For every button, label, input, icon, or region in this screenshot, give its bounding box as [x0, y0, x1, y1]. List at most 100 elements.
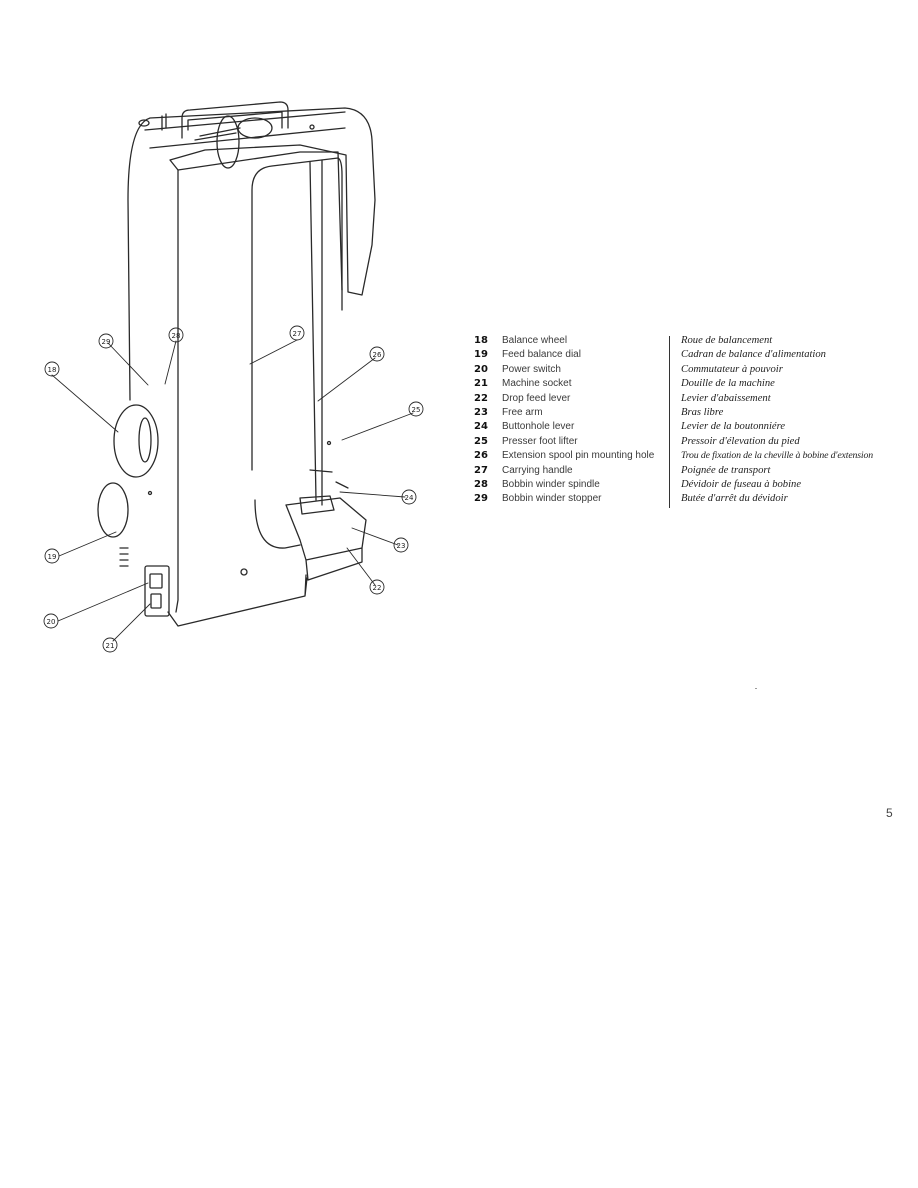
parts-list-french: Roue de balancement Cadran de balance d'…	[681, 334, 873, 507]
french-part-name: Levier de la boutonniére	[681, 421, 786, 433]
part-number: 20	[474, 363, 488, 375]
french-part-name: Trou de fixation de la cheville à bobine…	[681, 450, 874, 462]
spool-pin-hole	[309, 124, 315, 130]
vent-slots	[119, 547, 129, 567]
power-switch	[149, 573, 163, 589]
bobbin-winder-stopper	[138, 119, 150, 127]
part-name: Extension spool pin mounting hole	[502, 450, 655, 462]
part-number: 18	[474, 335, 488, 346]
french-part-name: Pressoir d'élevation du pied	[681, 435, 800, 447]
callout-28	[168, 327, 184, 343]
callout-label-20: 20	[47, 618, 56, 626]
part-number: 29	[474, 493, 488, 505]
power-socket-box	[144, 565, 170, 617]
part-number: 21	[474, 378, 488, 390]
list-item: 19 Feed balance dial	[474, 348, 654, 362]
callout-20	[43, 613, 59, 629]
callout-23	[393, 537, 409, 553]
free-arm	[285, 497, 367, 581]
list-item: 25 Presser foot lifter	[474, 435, 654, 449]
part-name: Balance wheel	[502, 335, 568, 346]
callout-27	[289, 325, 305, 341]
french-part-name: Commutateur à pouvoir	[681, 363, 783, 375]
list-item: 20 Power switch	[474, 363, 654, 377]
front-dot	[326, 440, 332, 446]
list-item: 28 Bobbin winder spindle	[474, 478, 654, 492]
callout-label-23: 23	[397, 542, 406, 550]
list-item: 27 Carrying handle	[474, 464, 654, 478]
callout-label-25: 25	[412, 406, 421, 414]
callout-label-28: 28	[172, 332, 181, 340]
callout-label-27: 27	[293, 330, 302, 338]
scan-speck	[755, 688, 757, 689]
machine-socket	[150, 593, 162, 609]
french-part-name: Poignée de transport	[681, 464, 771, 476]
parts-list-english: 18 Balance wheel 19 Feed balance dial 20 Po…	[474, 334, 654, 507]
part-number: 19	[474, 349, 488, 361]
needle-bar	[309, 159, 333, 506]
callout-26	[369, 346, 385, 362]
presser-foot	[299, 495, 335, 515]
part-name: Bobbin winder spindle	[502, 478, 600, 490]
callout-25	[408, 401, 424, 417]
french-part-name: Bras libre	[681, 406, 724, 418]
carrying-handle	[181, 101, 289, 139]
spool	[216, 115, 240, 169]
callout-label-19: 19	[48, 553, 57, 561]
part-name: Drop feed lever	[502, 392, 571, 404]
part-name: Buttonhole lever	[502, 421, 575, 433]
french-part-name: Douille de la machine	[681, 378, 775, 390]
part-number: 28	[474, 478, 488, 490]
part-number: 22	[474, 392, 488, 404]
part-name: Presser foot lifter	[502, 435, 578, 447]
machine-front-panel	[177, 151, 343, 291]
column-divider	[669, 336, 670, 508]
part-name: Machine socket	[502, 378, 572, 390]
list-item: 22 Drop feed lever	[474, 392, 654, 406]
callout-label-21: 21	[106, 642, 115, 650]
part-number: 27	[474, 464, 488, 476]
part-number: 26	[474, 450, 488, 462]
list-item: 29 Bobbin winder stopper	[474, 492, 654, 506]
french-part-name: Cadran de balance d'alimentation	[681, 349, 826, 361]
callout-18	[44, 361, 60, 377]
part-name: Free arm	[502, 406, 543, 418]
list-item: 23 Free arm	[474, 406, 654, 420]
leader-lines	[51, 339, 414, 642]
callout-label-29: 29	[102, 338, 111, 346]
callout-21	[102, 637, 118, 653]
machine-base	[167, 574, 308, 627]
list-item: 21 Machine socket	[474, 377, 654, 391]
callout-label-22: 22	[373, 584, 382, 592]
part-number: 25	[474, 435, 488, 447]
callout-label-24: 24	[405, 494, 414, 502]
french-part-name: Levier d'abaissement	[681, 392, 771, 404]
callout-19	[44, 548, 60, 564]
part-number: 23	[474, 406, 488, 418]
spool-pin	[194, 127, 241, 141]
french-part-name: Butée d'arrêt du dévidoir	[681, 493, 788, 505]
arm-opening	[251, 157, 343, 549]
side-dot	[147, 490, 153, 496]
callout-22	[369, 579, 385, 595]
callout-label-26: 26	[373, 351, 382, 359]
list-item: 24 Buttonhole lever	[474, 420, 654, 434]
feed-balance-dial	[97, 482, 129, 538]
part-name: Power switch	[502, 363, 561, 375]
spool-holder	[237, 117, 273, 139]
french-part-name: Roue de balancement	[681, 335, 773, 346]
part-name: Bobbin winder stopper	[502, 493, 602, 505]
balance-wheel	[113, 404, 159, 478]
callout-29	[98, 333, 114, 349]
page-number: 5	[886, 806, 893, 820]
french-part-name: Dévidoir de fuseau à bobine	[681, 478, 802, 490]
screw-hole	[240, 568, 248, 576]
list-item: 26 Extension spool pin mounting hole	[474, 449, 654, 463]
part-name: Feed balance dial	[502, 349, 581, 361]
part-name: Carrying handle	[502, 464, 573, 476]
part-number: 24	[474, 421, 488, 433]
sewing-machine-diagram: 18 19 20 21 22 23 24 25 26 27 28 29	[43, 101, 424, 653]
top-cover	[144, 111, 346, 149]
callout-24	[401, 489, 417, 505]
